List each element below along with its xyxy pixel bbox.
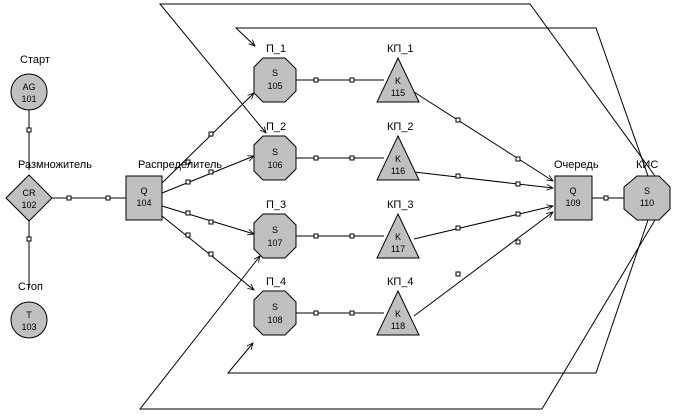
label-start: Старт <box>20 54 50 66</box>
node-queue-id: 109 <box>565 198 580 208</box>
edge-kp2-queue <box>413 171 553 188</box>
label-kis: КИС <box>636 159 658 171</box>
node-stop-type: T <box>26 310 32 320</box>
label-p2: П_2 <box>266 121 286 133</box>
node-kp2[interactable]: K 116 <box>376 134 420 181</box>
node-mult-id: 102 <box>21 200 36 210</box>
node-p4-id: 108 <box>267 315 282 325</box>
label-mult: Размножитель <box>18 159 92 171</box>
edge-kp3-queue <box>413 206 553 240</box>
label-kp3: КП_3 <box>387 199 414 211</box>
label-p3: П_3 <box>266 199 286 211</box>
node-start-type: AG <box>22 82 35 92</box>
node-kis[interactable]: S 110 <box>623 175 671 221</box>
edge-dist-p3 <box>161 205 254 234</box>
label-kp1: КП_1 <box>387 43 414 55</box>
edge-dist-p2 <box>161 156 254 194</box>
edge-kis-p4 <box>226 219 649 374</box>
node-p1-id: 105 <box>267 81 282 91</box>
node-kp3[interactable]: K 117 <box>376 212 420 259</box>
edge-dist-p4 <box>161 215 254 290</box>
node-p1[interactable]: S 105 <box>253 57 297 103</box>
node-kp1-type: K <box>395 76 401 86</box>
node-stop[interactable]: T 103 <box>10 301 48 339</box>
edge-kp4-queue <box>413 212 553 317</box>
node-dist-id: 104 <box>136 198 151 208</box>
node-p2[interactable]: S 106 <box>253 135 297 181</box>
node-mult-type: CR <box>23 188 36 198</box>
node-p3-id: 107 <box>267 238 282 248</box>
node-p1-type: S <box>272 68 278 78</box>
node-kp1-id: 115 <box>391 88 405 98</box>
label-stop: Стоп <box>18 281 43 293</box>
node-p2-id: 106 <box>267 160 282 170</box>
node-start[interactable]: AG 101 <box>10 73 48 111</box>
node-kp4[interactable]: K 118 <box>376 289 420 336</box>
edge-kis-p2 <box>158 3 656 177</box>
node-queue[interactable]: Q 109 <box>554 175 593 221</box>
node-stop-id: 103 <box>21 322 36 332</box>
node-p2-type: S <box>272 147 278 157</box>
edge-kis-p1 <box>234 27 649 177</box>
label-dist: Распределитель <box>138 159 222 171</box>
edge-kis-p3 <box>138 219 656 410</box>
node-queue-type: Q <box>569 186 576 196</box>
node-p3-type: S <box>272 225 278 235</box>
label-p1: П_1 <box>266 43 286 55</box>
node-kp1[interactable]: K 115 <box>376 56 420 103</box>
label-kp4: КП_4 <box>387 276 414 288</box>
node-kis-id: 110 <box>640 198 654 208</box>
node-kp3-id: 117 <box>391 244 405 254</box>
node-kp2-type: K <box>395 154 401 164</box>
node-kp4-type: K <box>395 309 401 319</box>
node-kis-type: S <box>644 186 650 196</box>
node-mult[interactable]: CR 102 <box>5 174 53 222</box>
node-kp4-id: 118 <box>391 321 405 331</box>
label-kp2: КП_2 <box>387 121 414 133</box>
edge-kp1-queue <box>413 91 553 181</box>
node-kp3-type: K <box>395 232 401 242</box>
connection-dots <box>26 77 609 316</box>
node-start-id: 101 <box>21 94 36 104</box>
node-p4[interactable]: S 108 <box>253 290 297 336</box>
edge-dist-p1 <box>161 93 254 184</box>
node-dist[interactable]: Q 104 <box>125 175 163 221</box>
node-p4-type: S <box>272 302 278 312</box>
node-kp2-id: 116 <box>391 166 405 176</box>
node-p3[interactable]: S 107 <box>253 213 297 259</box>
label-queue: Очередь <box>554 159 599 171</box>
node-dist-type: Q <box>140 186 147 196</box>
label-p4: П_4 <box>266 276 286 288</box>
